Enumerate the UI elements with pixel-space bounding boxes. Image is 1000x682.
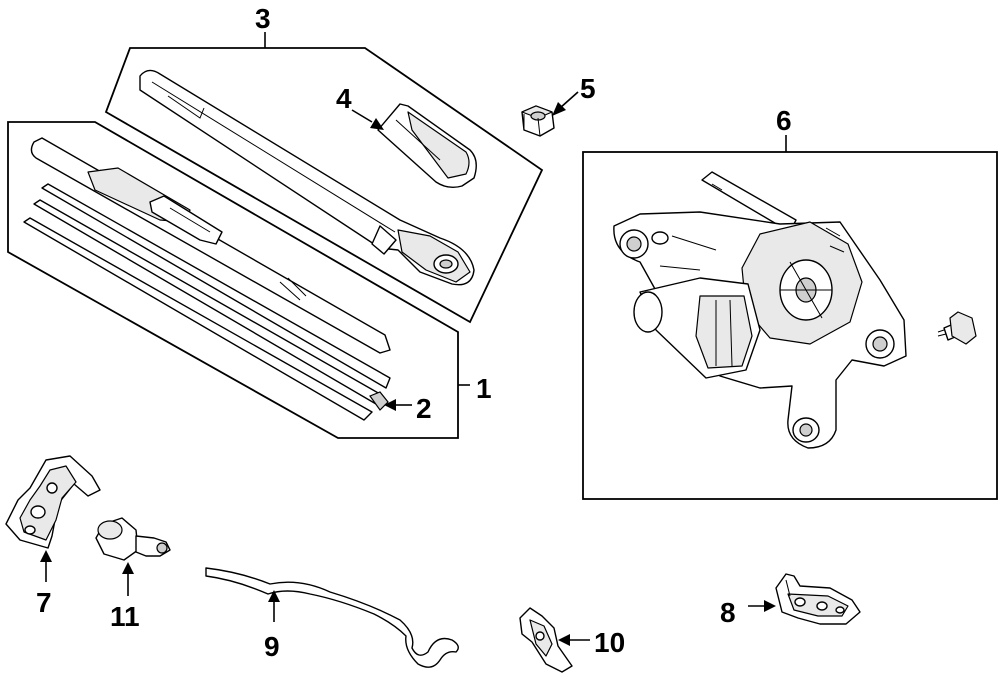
clip-8[interactable]	[775, 573, 861, 625]
motor-group	[582, 135, 998, 500]
callout-1: 1	[476, 373, 492, 404]
blade-assembly-group	[7, 121, 459, 439]
callout-10: 10	[594, 627, 625, 658]
arm-assembly-group	[104, 32, 544, 324]
callout-4-leader	[351, 109, 373, 123]
motor-shaft	[701, 171, 797, 233]
callout-11: 11	[110, 601, 140, 632]
bolt[interactable]	[937, 311, 977, 345]
arm-assembly-outline	[104, 47, 544, 324]
connector-11[interactable]	[95, 517, 171, 561]
motor-outline	[582, 151, 998, 500]
callout-7: 7	[36, 587, 52, 618]
callout-9: 9	[264, 631, 280, 662]
callout-8: 8	[720, 597, 736, 628]
callout-2: 2	[416, 393, 432, 424]
callout-6: 6	[776, 105, 792, 136]
clip-10[interactable]	[519, 607, 573, 673]
mount-bracket-7[interactable]	[5, 455, 101, 549]
washer-hose[interactable]	[205, 567, 459, 668]
callout-4: 4	[336, 83, 352, 114]
callout-5: 5	[580, 73, 596, 104]
callout-5-leader	[559, 91, 579, 109]
callout-3: 3	[255, 3, 271, 34]
blade-refill[interactable]	[41, 183, 391, 389]
blade-assembly-outline	[7, 121, 459, 439]
nut[interactable]	[521, 105, 555, 137]
